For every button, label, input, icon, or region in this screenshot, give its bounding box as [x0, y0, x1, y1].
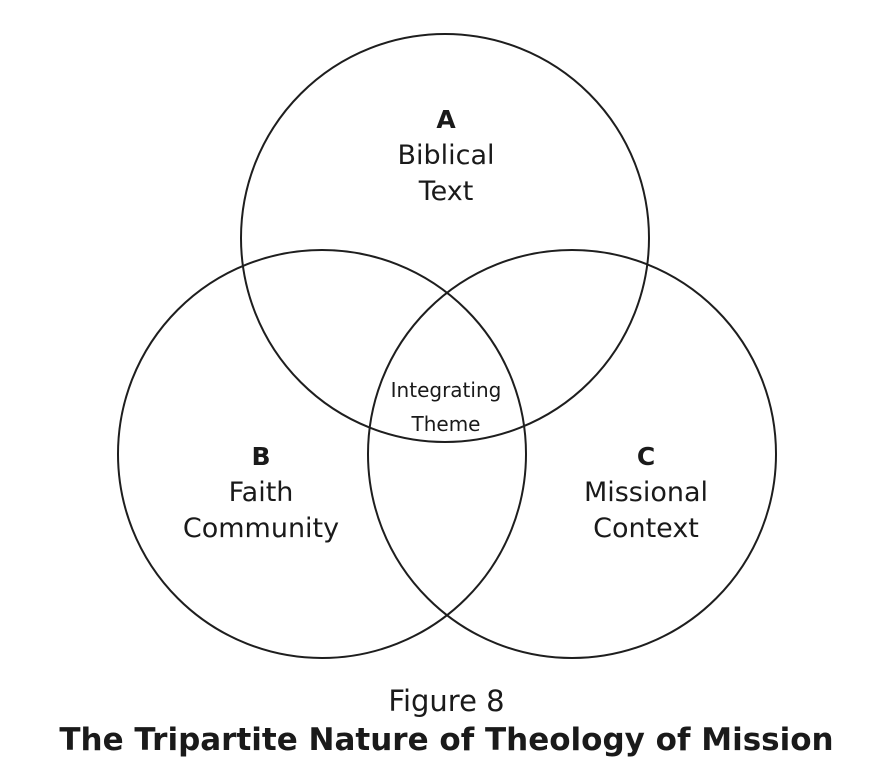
figure-number: Figure 8: [388, 684, 505, 718]
circle-c-label-line-2: Context: [593, 513, 699, 544]
circle-a-label-line-1: Biblical: [397, 140, 494, 171]
circle-a-letter: A: [436, 105, 456, 134]
circle-b-label-line-1: Faith: [229, 477, 294, 508]
circle-c-label-line-1: Missional: [584, 477, 708, 508]
circle-b-label-line-2: Community: [183, 513, 339, 544]
circle-b: [117, 249, 527, 659]
circle-b-letter: B: [251, 442, 270, 471]
circle-a: [240, 33, 650, 443]
figure-title: The Tripartite Nature of Theology of Mis…: [59, 722, 834, 758]
circle-a-label-line-2: Text: [418, 176, 474, 207]
circle-c: [367, 249, 777, 659]
venn-diagram: A Biblical Text B Faith Community C Miss…: [117, 33, 777, 659]
center-label-line-1: Integrating: [391, 378, 502, 402]
circle-c-letter: C: [637, 442, 655, 471]
center-label-line-2: Theme: [411, 412, 481, 436]
